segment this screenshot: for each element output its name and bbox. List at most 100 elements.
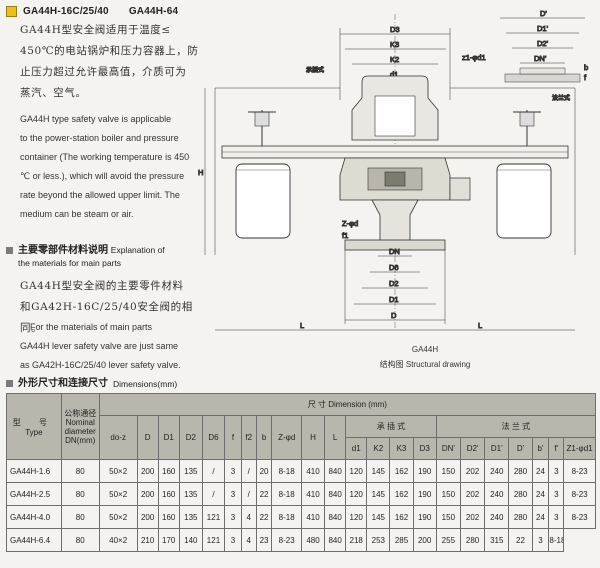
table-cell: 315 <box>484 528 510 552</box>
table-cell: 135 <box>178 505 203 529</box>
col-d: D <box>136 415 159 460</box>
table-cell: 285 <box>389 528 414 552</box>
side-outlet <box>449 177 471 201</box>
table-cell: 8-18 <box>271 459 302 483</box>
right-weight <box>496 110 552 239</box>
table-cell: 3 <box>548 459 565 483</box>
label-z1-d1: z1-φd1 <box>462 53 486 62</box>
col-d1: D1 <box>157 415 180 460</box>
materials-title: 主要零部件材料说明 Explanation of the materials f… <box>6 244 165 270</box>
left-weight <box>235 110 291 239</box>
grey-square-icon <box>6 380 13 387</box>
table-cell: 150 <box>435 459 461 483</box>
table-cell: GA44H-2.5 <box>6 482 62 506</box>
table-cell: 840 <box>324 482 347 506</box>
table-cell: 80 <box>60 459 100 483</box>
table-cell: 190 <box>412 482 437 506</box>
label-d1: d1 <box>390 70 398 79</box>
table-cell: 170 <box>157 528 180 552</box>
table-cell: 3 <box>224 482 242 506</box>
drawing-caption-model: GA44H <box>411 345 439 354</box>
table-cell: GA44H-1.6 <box>6 459 62 483</box>
label-d6: D6 <box>389 263 399 272</box>
table-cell: 410 <box>300 505 326 529</box>
label-d1-lower: D1 <box>389 295 399 304</box>
table-cell: 121 <box>201 528 226 552</box>
model-title-2: GA44H-64 <box>128 6 179 17</box>
table-cell: 145 <box>366 505 391 529</box>
label-d1-prime: D1' <box>537 24 549 33</box>
table-cell: 840 <box>324 505 347 529</box>
table-cell: 3 <box>531 528 550 552</box>
label-b: b <box>584 63 588 72</box>
table-cell: 145 <box>366 459 391 483</box>
table-cell: 840 <box>324 459 347 483</box>
table-cell: 160 <box>157 482 180 506</box>
col-f2: f2 <box>240 415 257 460</box>
table-cell: 8-23 <box>271 528 302 552</box>
mark-left: 承插式 <box>306 66 324 74</box>
label-z-d: Z-φd <box>342 219 358 228</box>
drawing-caption: 结构图 Structural drawing <box>379 360 471 369</box>
table-cell: 4 <box>240 528 257 552</box>
table-cell: / <box>240 459 257 483</box>
mark-right: 法兰式 <box>552 94 570 102</box>
header-dimension: 尺 寸 Dimension (mm) <box>98 393 597 416</box>
label-h: H <box>198 168 203 177</box>
table-cell: 210 <box>136 528 159 552</box>
table-cell: / <box>201 459 226 483</box>
header-type: 型 号 Type <box>6 393 62 460</box>
col-b: b <box>255 415 273 460</box>
materials-en: For the materials of main parts GA44H le… <box>20 322 181 370</box>
dimensions-table: 型 号 Type 公称通径 Nominal diameter DN(mm) 尺 … <box>6 393 597 552</box>
table-cell: 255 <box>435 528 461 552</box>
model-header: GA44H-16C/25/40 GA44H-64 <box>6 6 178 17</box>
header-flange: 法 兰 式 <box>435 415 597 438</box>
table-cell: 22 <box>255 505 273 529</box>
table-cell: 410 <box>300 459 326 483</box>
table-cell: 3 <box>224 459 242 483</box>
table-cell: / <box>201 482 226 506</box>
col-dn-prime: DN' <box>435 437 461 460</box>
table-cell: GA44H-6.4 <box>6 528 62 552</box>
table-cell: 23 <box>255 528 273 552</box>
table-cell: 160 <box>157 505 180 529</box>
col-d1-prime: D1' <box>484 437 510 460</box>
col-f-prime: f' <box>548 437 565 460</box>
label-f: f <box>584 73 587 82</box>
grey-square-icon <box>6 247 13 254</box>
table-cell: 50×2 <box>98 459 138 483</box>
col-d3: D3 <box>412 437 437 460</box>
table-cell: 202 <box>459 482 486 506</box>
materials-cn: GA44H型安全阀的主要零件材料 和GA42H-16C/25/40安全阀的相同。 <box>20 280 193 334</box>
table-cell: 202 <box>459 505 486 529</box>
col-d2-prime: D2' <box>459 437 486 460</box>
col-d-prime: D' <box>508 437 533 460</box>
table-cell: 280 <box>508 482 533 506</box>
table-cell: 24 <box>531 505 550 529</box>
table-cell: 8-23 <box>563 505 596 529</box>
col-b-prime: b' <box>531 437 550 460</box>
col-d2: D2 <box>178 415 203 460</box>
table-cell: 280 <box>508 459 533 483</box>
label-k2: K2 <box>390 55 399 64</box>
col-d1-small: d1 <box>345 437 368 460</box>
table-cell: 190 <box>412 459 437 483</box>
table-cell: 22 <box>255 482 273 506</box>
col-k3: K3 <box>389 437 414 460</box>
dimensions-title: 外形尺寸和连接尺寸 Dimensions(mm) <box>6 377 177 391</box>
table-cell: 218 <box>345 528 368 552</box>
table-cell: 120 <box>345 482 368 506</box>
table-cell: 120 <box>345 505 368 529</box>
label-d3: D3 <box>390 25 400 34</box>
intro-cn: GA44H型安全阀适用于温度≤ 450℃的电站锅炉和压力容器上，防 止压力超过允… <box>20 24 199 99</box>
label-l-right: L <box>478 321 482 330</box>
table-cell: 120 <box>345 459 368 483</box>
table-cell: 150 <box>435 482 461 506</box>
table-cell: 162 <box>389 482 414 506</box>
label-l-left: L <box>300 321 304 330</box>
table-cell: 150 <box>435 505 461 529</box>
